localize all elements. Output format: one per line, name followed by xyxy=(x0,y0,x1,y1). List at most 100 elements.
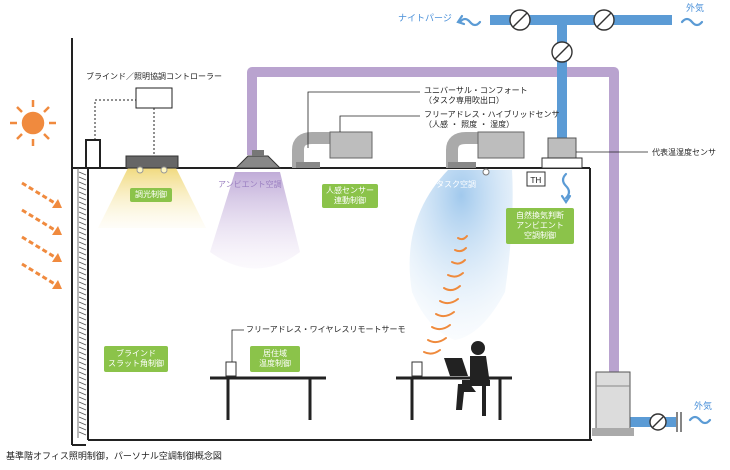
blind-slat xyxy=(78,256,87,261)
ambient-air-duct xyxy=(247,67,619,375)
outside-air-top-label: 外気 xyxy=(686,4,705,14)
task-ac-label: タスク空調 xyxy=(436,180,476,189)
blind-slat xyxy=(78,186,87,191)
zone-temp-text-1: 居住域 xyxy=(263,349,287,358)
th-sensor-label: TH xyxy=(530,176,542,185)
rep-sensor-label: 代表温湿度センサ xyxy=(652,148,716,157)
blind-slat-text-1: ブラインド xyxy=(116,349,156,358)
dimming-control-text: 調光制御 xyxy=(135,190,167,199)
blind-slat xyxy=(78,396,87,401)
universal-comfort-sublabel: （タスク専用吹出口） xyxy=(424,96,504,105)
blind-slat xyxy=(78,176,87,181)
heat-wave-icon xyxy=(423,235,468,355)
blind-slat xyxy=(78,181,87,186)
blind-slat xyxy=(78,311,87,316)
window-blind-slats xyxy=(77,168,87,438)
blind-slat xyxy=(78,201,87,206)
thermostat-icon xyxy=(411,361,423,377)
damper-icon xyxy=(509,9,667,431)
desk-left xyxy=(210,376,326,420)
blind-slat xyxy=(78,391,87,396)
blind-slat xyxy=(78,341,87,346)
blind-slat xyxy=(78,271,87,276)
blind-slat xyxy=(78,381,87,386)
blind-controller-box xyxy=(94,87,173,155)
blind-slat xyxy=(78,211,87,216)
blind-slat xyxy=(78,291,87,296)
blind-slat xyxy=(78,171,87,176)
blind-slat xyxy=(78,191,87,196)
blind-slat xyxy=(78,281,87,286)
task-ac-unit xyxy=(446,131,525,176)
blind-slat xyxy=(78,361,87,366)
natural-vent-text-1: 自然換気判断 xyxy=(516,211,564,220)
natural-vent-text-2: アンビエント xyxy=(516,221,564,230)
motion-control-badge: 人感センサー 連動制御 xyxy=(322,184,378,208)
blind-slat xyxy=(78,406,87,411)
dimming-control-badge: 調光制御 xyxy=(130,188,172,202)
outside-air-bottom-label: 外気 xyxy=(694,402,713,412)
blind-slat xyxy=(78,306,87,311)
blind-slat xyxy=(78,316,87,321)
ambient-diffuser xyxy=(234,150,282,169)
blind-slat xyxy=(78,226,87,231)
natural-vent-badge: 自然換気判断 アンビエント 空調制御 xyxy=(506,208,574,244)
blind-slat xyxy=(78,241,87,246)
blind-slat xyxy=(78,296,87,301)
blind-slat xyxy=(78,416,87,421)
blind-slat xyxy=(78,411,87,416)
blind-slat-badge: ブラインド スラット角制御 xyxy=(104,346,168,372)
blind-slat xyxy=(78,336,87,341)
natural-vent-unit xyxy=(541,137,583,169)
motion-control-text-1: 人感センサー xyxy=(326,186,374,195)
blind-slat xyxy=(78,401,87,406)
zone-temp-badge: 居住域 温度制御 xyxy=(250,346,300,372)
wind-icon xyxy=(456,14,712,425)
grille-icon xyxy=(676,412,682,432)
night-purge-label: ナイトパージ xyxy=(398,14,452,24)
light-fixture xyxy=(125,155,179,174)
blind-slat xyxy=(78,261,87,266)
wireless-thermo-label: フリーアドレス・ワイヤレスリモートサーモ xyxy=(246,325,406,334)
leader-lines xyxy=(231,91,648,362)
blind-slat xyxy=(78,266,87,271)
blind-slat xyxy=(78,251,87,256)
blind-slat xyxy=(78,366,87,371)
natural-vent-text-3: 空調制御 xyxy=(524,231,556,240)
blind-slat xyxy=(78,356,87,361)
figure-caption: 基準階オフィス照明制御，パーソナル空調制御概念図 xyxy=(6,452,222,462)
task-air-cone xyxy=(409,170,513,340)
universal-comfort-label: ユニバーサル・コンフォート xyxy=(424,86,528,95)
hybrid-sensor-sublabel: （人感 ・ 照度 ・ 湿度） xyxy=(424,120,515,129)
ambient-ac-label: アンビエント空調 xyxy=(218,180,282,189)
blind-slat xyxy=(78,426,87,431)
sunlight-arrow-heads xyxy=(52,199,62,289)
blind-slat xyxy=(78,371,87,376)
blind-slat xyxy=(78,216,87,221)
blind-slat xyxy=(78,301,87,306)
blind-slat xyxy=(78,206,87,211)
universal-comfort-unit xyxy=(292,131,373,168)
blind-slat xyxy=(78,351,87,356)
blind-slat xyxy=(78,376,87,381)
blind-slat xyxy=(78,276,87,281)
blind-slat xyxy=(78,431,87,436)
motion-control-text-2: 連動制御 xyxy=(334,196,366,205)
sun-icon xyxy=(10,100,56,146)
blind-slat xyxy=(78,221,87,226)
air-handling-unit xyxy=(592,371,634,436)
blind-slat xyxy=(78,246,87,251)
blind-slat xyxy=(78,421,87,426)
th-sensor-box xyxy=(526,171,546,187)
blind-slat xyxy=(78,236,87,241)
blind-slat xyxy=(78,326,87,331)
blind-slat xyxy=(78,386,87,391)
blind-controller-label: ブラインド／照明協調コントローラー xyxy=(86,72,222,81)
blind-slat xyxy=(78,331,87,336)
sunlight-arrow-icon xyxy=(21,181,59,288)
ambient-air-cone xyxy=(210,172,300,269)
blind-slat xyxy=(78,196,87,201)
blind-slat xyxy=(78,321,87,326)
blind-slat xyxy=(78,286,87,291)
